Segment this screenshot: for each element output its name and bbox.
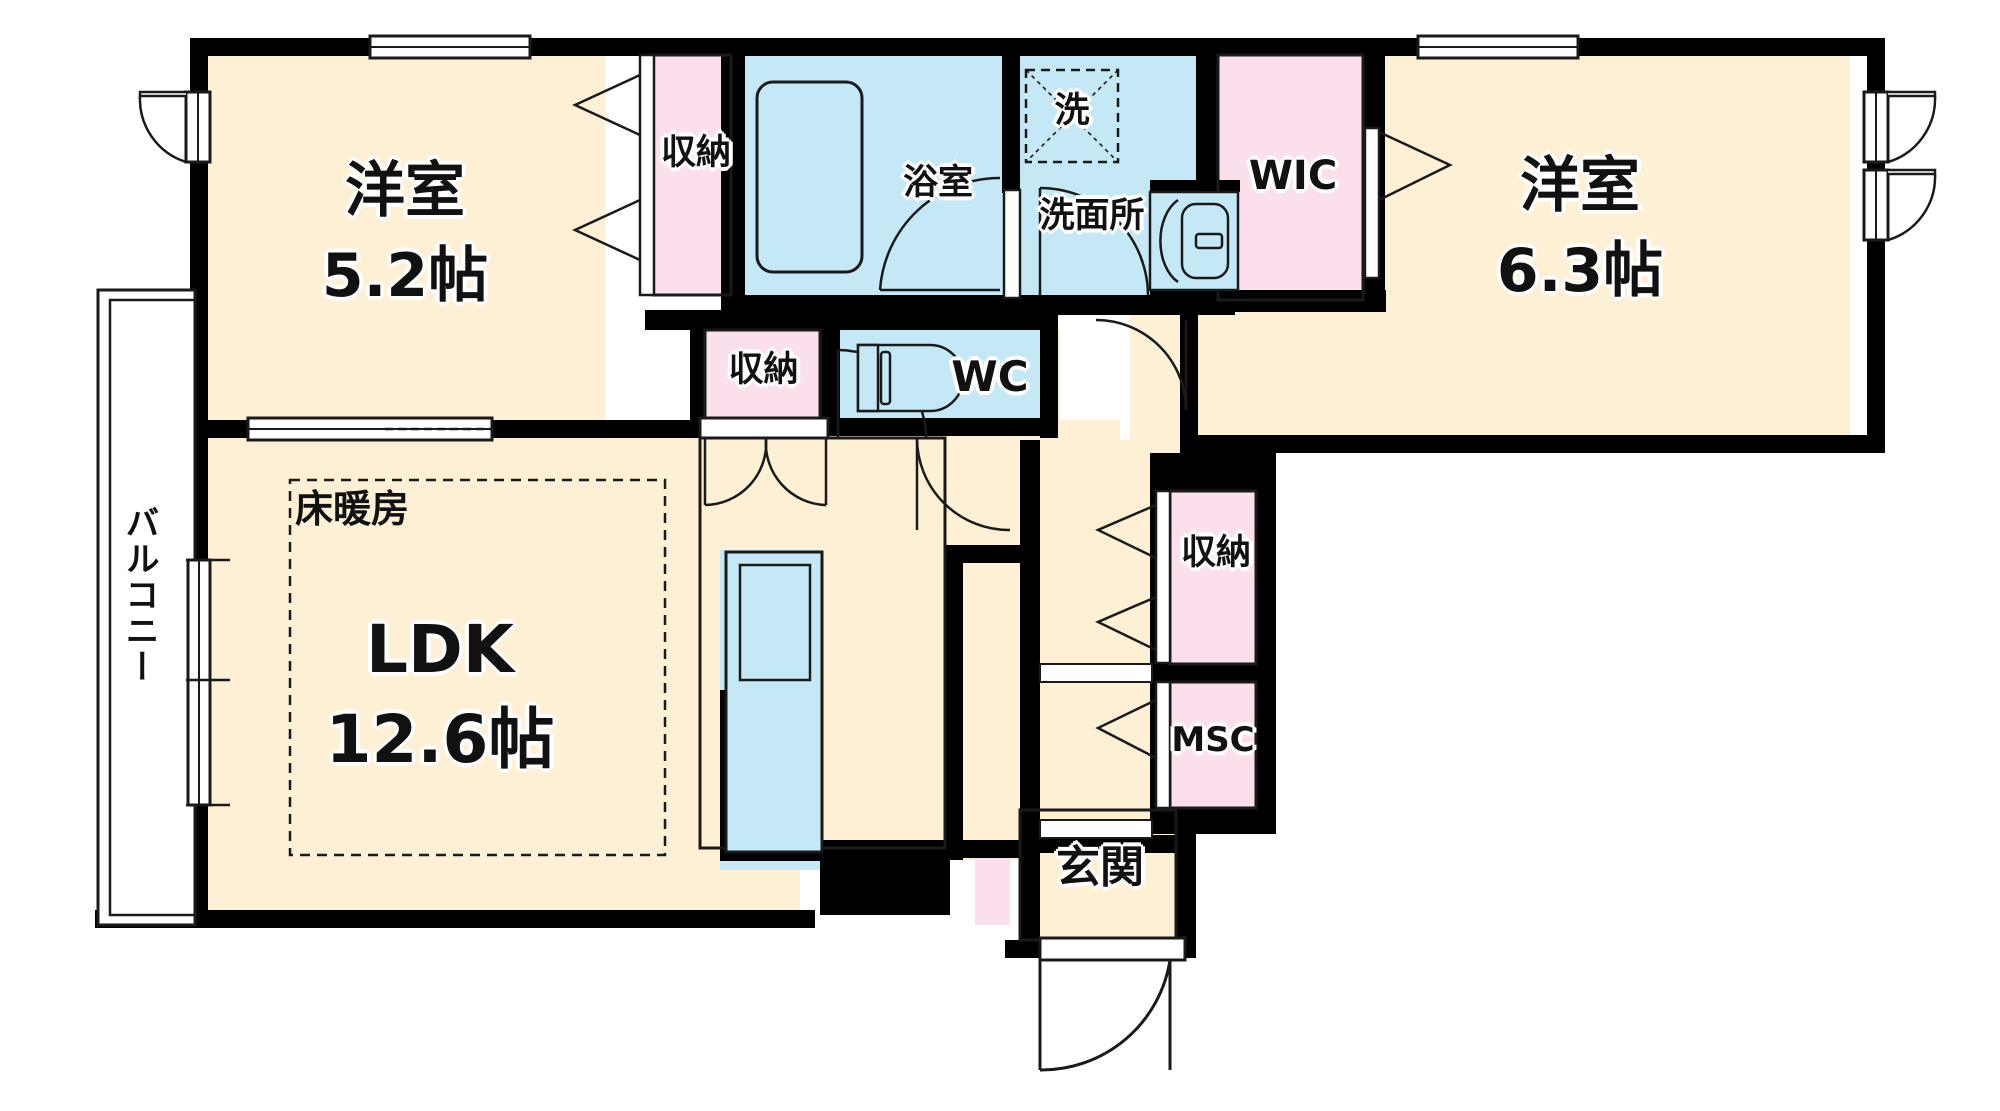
- washing-machine-icon: [1024, 68, 1120, 164]
- window-ldk-balcony: [186, 558, 230, 807]
- wall-vanity-top: [1150, 180, 1240, 192]
- toilet-icon: [856, 343, 965, 413]
- wall-h-wc-bottom: [820, 418, 1050, 436]
- floor-heating-zone: [288, 478, 667, 857]
- door-swing-ldk-hall: [915, 437, 1011, 532]
- wall-v-bedroom-east-left: [1180, 300, 1198, 453]
- closet-fills: [653, 55, 1363, 925]
- fill-small-pink-entry: [975, 855, 1010, 925]
- kitchen-unit-icon: [724, 550, 824, 854]
- fill-closet-corridor: [1170, 490, 1260, 665]
- door-bath: [1002, 188, 1022, 300]
- wall-v-bath-mid: [1002, 38, 1020, 193]
- fill-wic: [1218, 55, 1363, 300]
- wall-h-bedroom-west-bottom-b: [490, 420, 705, 438]
- strip-corridor-1: [1039, 819, 1153, 839]
- door-closet-corridor: [1094, 489, 1172, 665]
- bathtub-icon: [755, 80, 864, 274]
- wall-top-bath: [745, 38, 1225, 56]
- door-msc: [1095, 680, 1172, 810]
- doors: [572, 53, 1453, 839]
- wall-h-corridor-closet-mid: [1150, 664, 1276, 682]
- door-wic: [1363, 126, 1453, 280]
- wall-h-hallcloset-top: [645, 310, 1045, 330]
- balcony-shape: [96, 288, 197, 927]
- wall-v-corridor-closet-right: [1256, 453, 1276, 833]
- window-hallcloset-bottom: [698, 416, 830, 440]
- window-bedroom-east-right-1: [1862, 90, 1937, 164]
- fill-msc: [1170, 680, 1260, 810]
- wall-h-corridor-closet-bottom: [1150, 808, 1276, 834]
- wall-h-kitchen-top: [945, 545, 1030, 563]
- wall-v-bath-left: [721, 38, 735, 298]
- window-bedroom-west-top: [368, 34, 532, 60]
- fill-bedroom-west: [205, 50, 605, 435]
- fill-closet-hall: [705, 330, 820, 425]
- balcony-inner-outline: [108, 298, 197, 917]
- wall-h-corridor-closet-top: [1150, 453, 1276, 491]
- wall-v-entrance-right: [1176, 808, 1196, 958]
- door-closet-bedroom-west: [572, 53, 656, 297]
- wall-v-ldk-right-upper: [945, 545, 963, 860]
- wall-bottom-east-bedroom: [1180, 435, 1885, 453]
- door-swing-hall-washroom: [1095, 318, 1188, 411]
- window-bedroom-east-right-2: [1862, 168, 1937, 242]
- balcony-outer-outline: [96, 288, 197, 927]
- wall-v-wc-right: [1040, 310, 1058, 438]
- door-entrance: [1038, 936, 1187, 1072]
- outline-wic: [1216, 53, 1365, 302]
- door-swing-washroom: [1038, 186, 1150, 296]
- door-swing-bath: [878, 176, 1001, 292]
- wall-v-hallcloset-left: [690, 310, 706, 435]
- wall-bottom-ldk: [95, 910, 815, 928]
- fill-closet-bedroom-west: [653, 55, 731, 295]
- wall-h-bedroom-west-bottom: [190, 420, 250, 438]
- door-closet-hall: [703, 437, 828, 507]
- window-bedroom-west-left: [138, 90, 212, 164]
- window-bedroom-east-top: [1416, 34, 1580, 60]
- vanity-sink-icon: [1148, 190, 1240, 292]
- strip-corridor-2: [1039, 663, 1153, 683]
- fixtures: [288, 68, 1240, 857]
- wall-v-hallcloset-right: [820, 310, 840, 435]
- wall-kitchen-block: [820, 840, 950, 915]
- windows: [138, 34, 1937, 1072]
- wall-h-corridor-mid: [1040, 835, 1195, 853]
- wall-v-hall-right: [1020, 440, 1040, 940]
